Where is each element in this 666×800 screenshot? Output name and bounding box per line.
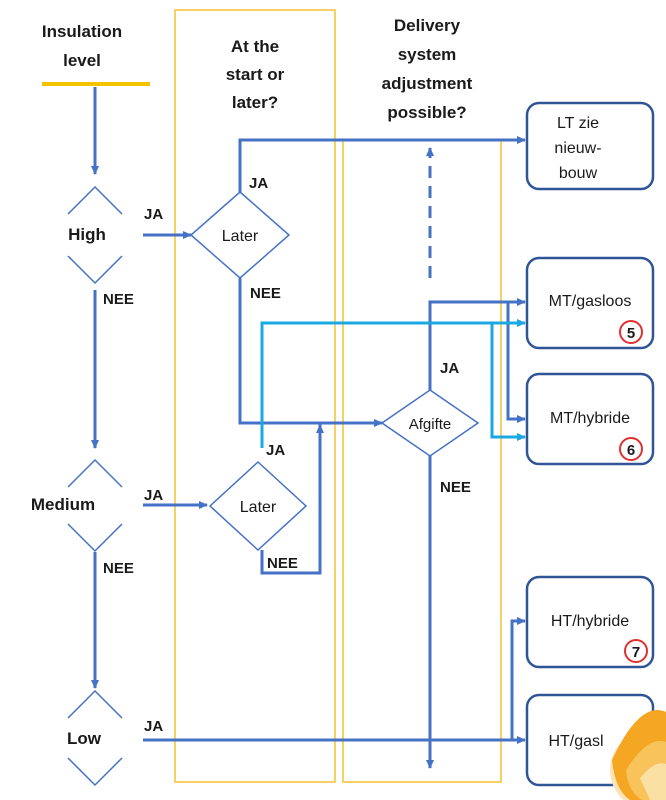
- delivery-header-line2: system: [398, 45, 457, 64]
- timing-column: [174, 9, 336, 783]
- insulation-header-line1: Insulation: [42, 22, 122, 41]
- badge-6-number: 6: [627, 442, 635, 459]
- level-medium: Medium: [31, 495, 95, 514]
- delivery-header-line3: adjustment: [382, 74, 473, 93]
- decision-afgifte-label: Afgifte: [409, 416, 452, 433]
- later-high-yes-label: JA: [249, 175, 268, 192]
- decision-later-high: [189, 191, 291, 279]
- insulation-header-line2: level: [63, 51, 101, 70]
- badge-5: 5: [619, 320, 643, 344]
- outcome-mt-hybride-label: MT/hybride: [550, 410, 630, 427]
- decision-later-medium: [208, 460, 308, 552]
- high-no-label: NEE: [103, 291, 134, 308]
- outcome-ht-gasloos-label: HT/gasl: [548, 733, 603, 750]
- outcome-lt-line3: bouw: [559, 165, 598, 182]
- decision-later-medium-label: Later: [240, 499, 277, 516]
- high-diamond: [67, 185, 123, 285]
- timing-header-line1: At the: [231, 37, 279, 56]
- medium-no-label: NEE: [103, 560, 134, 577]
- cyan-flows: [260, 319, 526, 448]
- medium-diamond: [67, 458, 123, 553]
- decision-afgifte: [380, 389, 480, 457]
- level-low: Low: [67, 729, 102, 748]
- badge-5-number: 5: [627, 325, 635, 342]
- later-medium-yes-label: JA: [266, 442, 285, 459]
- delivery-column: [342, 139, 502, 783]
- delivery-header-line1: Delivery: [394, 16, 461, 35]
- low-diamond: [67, 689, 123, 787]
- badge-7-number: 7: [632, 644, 640, 661]
- delivery-header-line4: possible?: [387, 103, 466, 122]
- outcome-mt-gasloos-label: MT/gasloos: [549, 293, 632, 310]
- timing-header-line2: start or: [226, 65, 285, 84]
- outcome-lt-line1: LT zie: [557, 115, 599, 132]
- afgifte-yes-label: JA: [440, 360, 459, 377]
- medium-yes-label: JA: [144, 487, 163, 504]
- later-medium-no-label: NEE: [267, 555, 298, 572]
- later-high-no-label: NEE: [250, 285, 281, 302]
- badge-6: 6: [619, 437, 643, 461]
- outcome-ht-hybride: [525, 575, 655, 669]
- high-yes-label: JA: [144, 206, 163, 223]
- badge-7: 7: [624, 639, 648, 663]
- decision-later-high-label: Later: [222, 228, 259, 245]
- low-yes-label: JA: [144, 718, 163, 735]
- outcome-lt: [525, 101, 655, 191]
- outcome-mt-hybride: [525, 372, 655, 466]
- logo-corner-icon: [610, 710, 666, 800]
- timing-header-line3: later?: [232, 93, 278, 112]
- level-high: High: [68, 225, 106, 244]
- outcome-lt-line2: nieuw-: [554, 140, 601, 157]
- outcome-ht-hybride-label: HT/hybride: [551, 613, 629, 630]
- blue-flows: [143, 136, 526, 769]
- afgifte-no-label: NEE: [440, 479, 471, 496]
